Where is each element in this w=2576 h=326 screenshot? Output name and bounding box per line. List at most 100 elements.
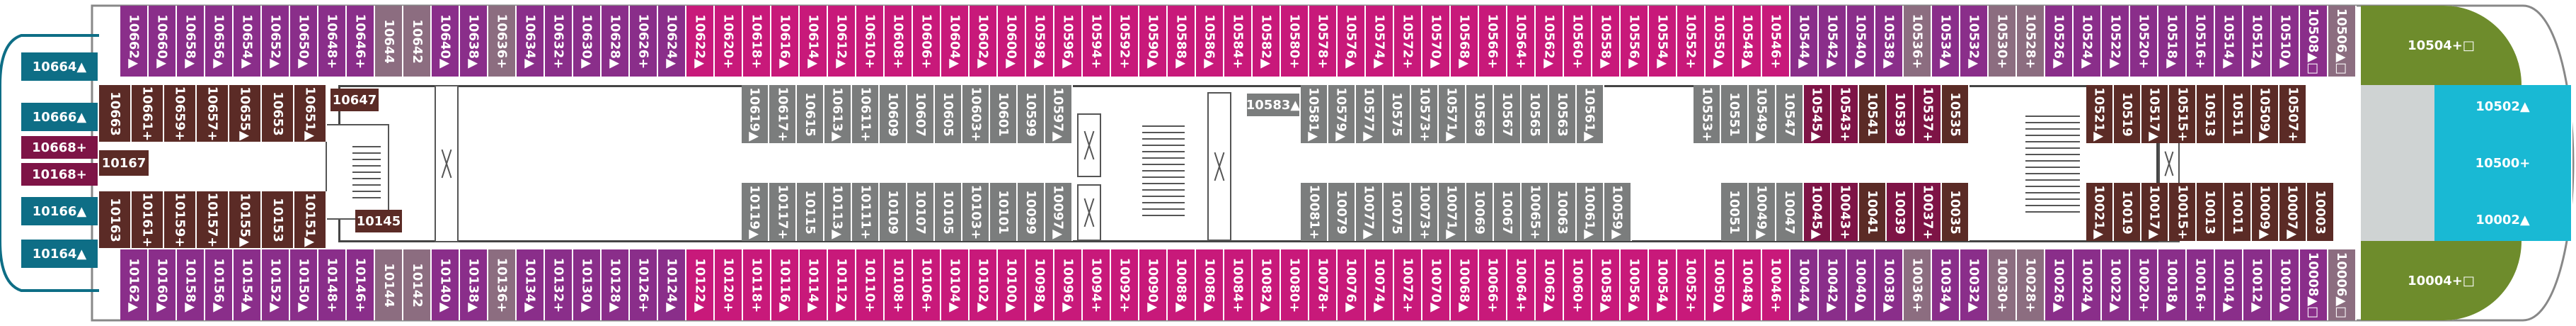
cabin-top-row[interactable]: 10600▲ <box>998 6 1026 77</box>
cabin-10500[interactable]: 10500+ <box>2434 128 2572 198</box>
cabin-mid-top[interactable]: 10549▲ <box>1749 85 1776 143</box>
cabin-mid-top[interactable]: 10609 <box>880 85 907 143</box>
cabin-bottom-row[interactable]: 10062▲ <box>1536 249 1564 320</box>
cabin-bottom-row[interactable]: 10046+ <box>1762 249 1790 320</box>
cabin-bottom-row[interactable]: 10102▲ <box>970 249 998 320</box>
cabin-bottom-row[interactable]: 10080+ <box>1281 249 1309 320</box>
cabin-mid-bottom[interactable]: 10101 <box>990 183 1018 241</box>
cabin-mid-top[interactable]: 10521▲ <box>2086 85 2114 143</box>
cabin-top-row[interactable]: 10628▲ <box>602 6 630 77</box>
cabin-top-row[interactable]: 10564+ <box>1507 6 1536 77</box>
cabin-top-row[interactable]: 10632+ <box>545 6 573 77</box>
cabin-bottom-row[interactable]: 10024▲ <box>2074 249 2102 320</box>
cabin-inner-top[interactable]: 10659+ <box>164 85 197 142</box>
cabin-mid-top[interactable]: 10603+ <box>962 85 990 143</box>
cabin-mid-bottom[interactable]: 10059▲ <box>1604 183 1632 241</box>
cabin-bottom-row[interactable]: 10098▲ <box>1026 249 1054 320</box>
cabin-top-row[interactable]: 10584+ <box>1224 6 1253 77</box>
cabin-mid-top[interactable]: 10545▲ <box>1804 85 1832 143</box>
cabin-bottom-row[interactable]: 10042▲ <box>1819 249 1847 320</box>
cabin-mid-top[interactable]: 10509▲ <box>2252 85 2279 143</box>
cabin-bottom-row[interactable]: 10006▲□ <box>2328 249 2357 320</box>
cabin-mid-top[interactable]: 10543+ <box>1832 85 1859 143</box>
cabin-top-row[interactable]: 10646+ <box>347 6 375 77</box>
cabin-mid-bottom[interactable]: 10043+ <box>1832 183 1859 241</box>
cabin-mid-bottom[interactable]: 10017▲ <box>2141 183 2169 241</box>
cabin-mid-bottom[interactable]: 10003 <box>2307 183 2335 241</box>
cabin-mid-bottom[interactable]: 10109 <box>880 183 907 241</box>
cabin-bottom-row[interactable]: 10072+ <box>1394 249 1422 320</box>
cabin-bottom-row[interactable]: 10140▲ <box>432 249 460 320</box>
cabin-bottom-row[interactable]: 10028+ <box>2017 249 2045 320</box>
cabin-inner-top[interactable]: 10655▲ <box>229 85 262 142</box>
cabin-mid-bottom[interactable]: 10007▲ <box>2279 183 2307 241</box>
cabin-mid-bottom[interactable]: 10051 <box>1721 183 1749 241</box>
cabin-bottom-row[interactable]: 10074▲ <box>1366 249 1394 320</box>
cabin-mid-top[interactable]: 10605 <box>935 85 962 143</box>
cabin-mid-bottom[interactable]: 10009▲ <box>2252 183 2279 241</box>
cabin-bottom-row[interactable]: 10056▲ <box>1621 249 1649 320</box>
cabin-bottom-row[interactable]: 10100▲ <box>998 249 1026 320</box>
cabin-bottom-row[interactable]: 10054▲ <box>1649 249 1677 320</box>
cabin-10583[interactable]: 10583▲ <box>1247 94 1301 116</box>
cabin-top-row[interactable]: 10604▲ <box>941 6 970 77</box>
cabin-mid-top[interactable]: 10547 <box>1776 85 1804 143</box>
cabin-bottom-row[interactable]: 10162▲ <box>120 249 149 320</box>
cabin-top-row[interactable]: 10522▲ <box>2102 6 2130 77</box>
cabin-mid-top[interactable]: 10577▲ <box>1356 85 1384 143</box>
cabin-top-row[interactable]: 10544▲ <box>1790 6 1819 77</box>
cabin-bottom-row[interactable]: 10092+ <box>1111 249 1139 320</box>
cabin-top-row[interactable]: 10574▲ <box>1366 6 1394 77</box>
cabin-bottom-row[interactable]: 10076▲ <box>1338 249 1366 320</box>
cabin-mid-top[interactable]: 10551 <box>1721 85 1749 143</box>
cabin-top-row[interactable]: 10588▲ <box>1168 6 1196 77</box>
cabin-bottom-row[interactable]: 10146+ <box>347 249 375 320</box>
cabin-mid-top[interactable]: 10567 <box>1494 85 1522 143</box>
cabin-top-row[interactable]: 10612▲ <box>828 6 856 77</box>
cabin-10002[interactable]: 10002▲ <box>2434 198 2572 241</box>
cabin-bottom-row[interactable]: 10050▲ <box>1706 249 1734 320</box>
cabin-top-row[interactable]: 10638▲ <box>460 6 488 77</box>
cabin-left-stack[interactable]: 10664▲ <box>21 52 99 81</box>
cabin-top-row[interactable]: 10572+ <box>1394 6 1422 77</box>
cabin-top-row[interactable]: 10576▲ <box>1338 6 1366 77</box>
cabin-bottom-row[interactable]: 10068▲ <box>1451 249 1479 320</box>
cabin-bottom-row[interactable]: 10058▲ <box>1592 249 1621 320</box>
cabin-top-row[interactable]: 10534▲ <box>1932 6 1960 77</box>
cabin-inner-top[interactable]: 10657+ <box>197 85 229 142</box>
cabin-bottom-row[interactable]: 10138▲ <box>460 249 488 320</box>
cabin-mid-top[interactable]: 10615 <box>797 85 824 143</box>
cabin-top-row[interactable]: 10578+ <box>1309 6 1338 77</box>
cabin-top-row[interactable]: 10554▲ <box>1649 6 1677 77</box>
cabin-mid-top[interactable]: 10601 <box>990 85 1018 143</box>
cabin-mid-top[interactable]: 10535 <box>1942 85 1970 143</box>
cabin-bottom-row[interactable]: 10066+ <box>1479 249 1507 320</box>
cabin-top-row[interactable]: 10592+ <box>1111 6 1139 77</box>
cabin-top-row[interactable]: 10540▲ <box>1847 6 1875 77</box>
cabin-mid-bottom[interactable]: 10035 <box>1942 183 1970 241</box>
cabin-mid-bottom[interactable]: 10069 <box>1466 183 1494 241</box>
cabin-top-row[interactable]: 10618+ <box>743 6 771 77</box>
cabin-bottom-row[interactable]: 10094+ <box>1083 249 1111 320</box>
cabin-inner-bottom[interactable]: 10157+ <box>197 191 229 248</box>
cabin-mid-bottom[interactable]: 10065+ <box>1522 183 1549 241</box>
cabin-top-row[interactable]: 10514▲ <box>2215 6 2243 77</box>
cabin-top-row[interactable]: 10586▲ <box>1196 6 1224 77</box>
cabin-mid-top[interactable]: 10575 <box>1384 85 1411 143</box>
cabin-top-row[interactable]: 10630▲ <box>573 6 602 77</box>
cabin-mid-top[interactable]: 10579▲ <box>1328 85 1356 143</box>
cabin-mid-bottom[interactable]: 10117+ <box>769 183 797 241</box>
cabin-mid-bottom[interactable]: 10015+ <box>2169 183 2197 241</box>
cabin-top-row[interactable]: 10506▲□ <box>2328 6 2357 77</box>
cabin-top-row[interactable]: 10508▲□ <box>2300 6 2328 77</box>
cabin-mid-top[interactable]: 10513 <box>2197 85 2224 143</box>
cabin-bottom-row[interactable]: 10148+ <box>318 249 347 320</box>
cabin-top-row[interactable]: 10580+ <box>1281 6 1309 77</box>
cabin-mid-bottom[interactable]: 10037+ <box>1914 183 1942 241</box>
cabin-bottom-row[interactable]: 10020+ <box>2130 249 2158 320</box>
cabin-top-row[interactable]: 10542▲ <box>1819 6 1847 77</box>
cabin-mid-top[interactable]: 10611+ <box>852 85 880 143</box>
cabin-top-row[interactable]: 10524▲ <box>2074 6 2102 77</box>
cabin-10502[interactable]: 10502▲ <box>2434 85 2572 128</box>
cabin-bottom-row[interactable]: 10110+ <box>856 249 885 320</box>
